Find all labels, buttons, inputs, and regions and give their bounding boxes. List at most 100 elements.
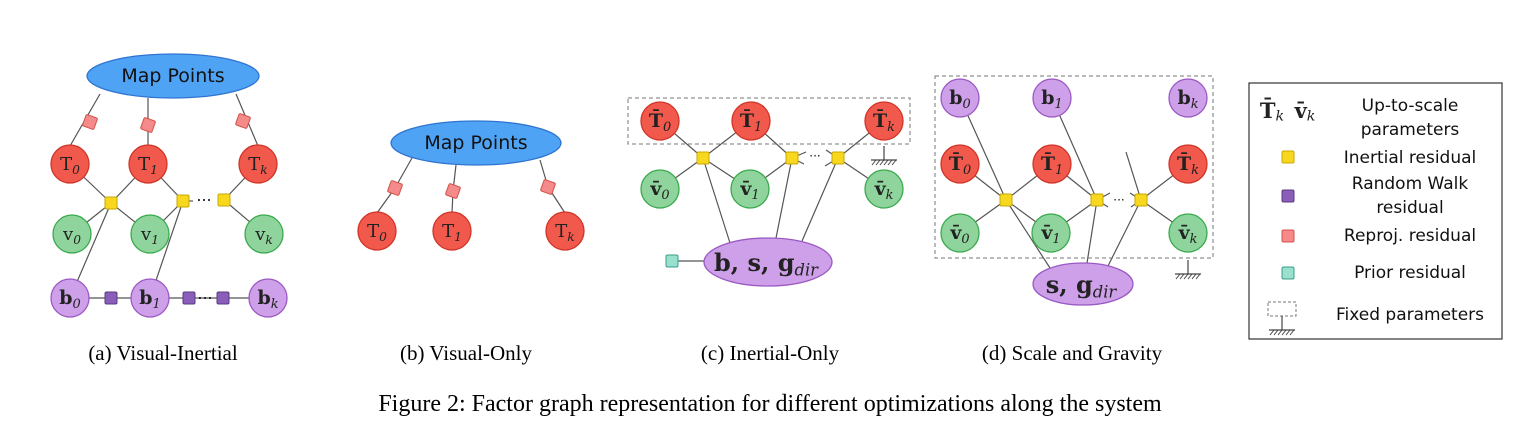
pose-node-a-0 — [50, 144, 90, 184]
velocity-node-d-2-label-subscript: k — [1190, 232, 1198, 247]
edge — [801, 157, 839, 242]
edge — [1086, 199, 1098, 264]
pose-node-b-0-label: T0 — [367, 221, 387, 244]
velocity-node-a-1 — [130, 214, 170, 254]
legend-prior-square — [1281, 266, 1295, 280]
velocity-node-c-0-label: v̄0 — [649, 178, 669, 203]
velocity-node-c-2-label-subscript: k — [886, 188, 894, 203]
bias-node-a-1 — [130, 278, 170, 318]
velocity-node-a-1-label-subscript: 1 — [151, 233, 159, 247]
edge — [1005, 199, 1051, 269]
velocity-node-d-0 — [940, 213, 980, 253]
pose-node-a-1-label: T1 — [138, 154, 158, 177]
legend-symbol-velocity-base: v̄ — [1294, 98, 1308, 123]
pose-node-c-0 — [640, 101, 680, 141]
bias-node-d-1 — [1032, 78, 1072, 118]
pose-node-c-0-label-base: T̄ — [649, 110, 663, 132]
pose-node-b-1-label: T1 — [442, 221, 462, 244]
velocity-node-c-2-label-base: v̄ — [874, 178, 887, 200]
global-node-c-label-base: b, s, g — [714, 248, 795, 277]
velocity-node-d-1-label-subscript: 1 — [1052, 232, 1060, 247]
bias-node-d-0-label: b0 — [949, 87, 971, 112]
bias-node-d-2 — [1168, 78, 1208, 118]
reproj-factor-b-2 — [540, 179, 556, 195]
reproj-factor-a-1 — [140, 117, 156, 133]
inertial-factor-a-2 — [217, 193, 231, 207]
ground-hatch — [1195, 273, 1201, 280]
velocity-node-d-2 — [1168, 213, 1208, 253]
velocity-node-a-0-label-subscript: 0 — [73, 233, 81, 247]
prior-factor-c — [665, 254, 679, 268]
ground-hatch — [871, 159, 877, 166]
ground-hatch — [1183, 273, 1189, 280]
ground-symbol-c — [871, 146, 897, 166]
ground-hatch — [1285, 329, 1291, 336]
ground-hatch — [1277, 329, 1283, 336]
velocity-node-c-1-label: v̄1 — [739, 178, 759, 203]
ground-hatch — [1273, 329, 1279, 336]
velocity-node-a-1-label: v1 — [140, 224, 159, 247]
bias-node-a-1-label-subscript: 1 — [153, 297, 161, 312]
legend-label-0-1: parameters — [1361, 120, 1460, 140]
inertial-factor-c-0 — [696, 151, 710, 165]
legend-symbol-velocity-subscript: k — [1307, 109, 1316, 125]
bias-node-a-0-label-subscript: 0 — [73, 297, 81, 312]
global-node-d-label: s, gdir — [1046, 270, 1118, 302]
reproj-factor-a-0 — [82, 114, 98, 130]
ground-hatch — [1191, 273, 1197, 280]
map-points-label-b: Map Points — [424, 132, 527, 154]
pose-node-b-1 — [432, 211, 472, 251]
legend-label-2-0: Random Walk — [1352, 174, 1469, 194]
inertial-factor-d-0 — [999, 193, 1013, 207]
pose-node-c-1-label-base: T̄ — [740, 110, 754, 132]
random-walk-factor-a-1 — [182, 291, 196, 305]
pose-node-b-1-label-subscript: 1 — [454, 230, 462, 244]
legend-symbol-pose-subscript: k — [1275, 109, 1284, 125]
pose-node-b-0-label-base: T — [367, 221, 379, 242]
edge — [1107, 199, 1142, 267]
random-walk-factor-a-0 — [104, 291, 118, 305]
map-points-label-a: Map Points — [121, 65, 224, 87]
fixed-parameters-box-c — [627, 97, 911, 145]
pose-node-a-0-label-base: T — [60, 154, 72, 175]
global-node-c-label: b, s, gdir — [714, 248, 819, 280]
inertial-factor-d-1 — [1090, 193, 1104, 207]
bias-node-a-2-label: bk — [257, 287, 278, 312]
legend-label-5-0: Fixed parameters — [1336, 305, 1484, 325]
bias-node-d-0-label-subscript: 0 — [963, 97, 971, 112]
pose-node-a-2 — [238, 144, 278, 184]
bias-node-a-2-label-subscript: k — [271, 297, 279, 312]
ground-hatch — [1175, 273, 1181, 280]
bias-node-d-1-label-base: b — [1041, 87, 1054, 109]
velocity-node-d-0-label: v̄0 — [949, 222, 969, 247]
pose-node-c-1 — [731, 101, 771, 141]
ellipsis-a-1: ··· — [196, 191, 211, 210]
pose-node-d-1-label-subscript: 1 — [1055, 163, 1063, 178]
ground-hatch — [1187, 273, 1193, 280]
ground-hatch — [891, 159, 897, 166]
legend-symbol-velocity: v̄k — [1294, 98, 1316, 125]
ellipsis-a-2: ··· — [197, 289, 212, 308]
legend-box — [1248, 82, 1503, 340]
pose-node-c-1-label-subscript: 1 — [754, 120, 762, 135]
legend-label-0-0: Up-to-scale — [1362, 96, 1459, 116]
pose-node-a-0-label-subscript: 0 — [72, 163, 80, 177]
bias-node-a-0 — [50, 278, 90, 318]
caption-c: (c) Inertial-Only — [701, 341, 840, 365]
bias-node-a-2 — [248, 278, 288, 318]
velocity-node-a-0-label-base: v — [62, 224, 74, 245]
inertial-factor-c-1 — [785, 151, 799, 165]
pose-node-b-1-label-base: T — [442, 221, 454, 242]
ground-hatch — [1289, 329, 1295, 336]
legend-ground-symbol — [1269, 316, 1295, 336]
ground-hatch — [875, 159, 881, 166]
velocity-node-c-2-label: v̄k — [874, 178, 894, 203]
node-layer — [50, 53, 1503, 340]
pose-node-c-2-label: T̄k — [873, 110, 895, 135]
caption-b: (b) Visual-Only — [400, 341, 532, 365]
ground-symbol-d — [1175, 260, 1201, 280]
bias-node-d-1-label: b1 — [1041, 87, 1063, 112]
ground-hatch — [1269, 329, 1275, 336]
velocity-node-d-1-label-base: v̄ — [1040, 222, 1053, 244]
